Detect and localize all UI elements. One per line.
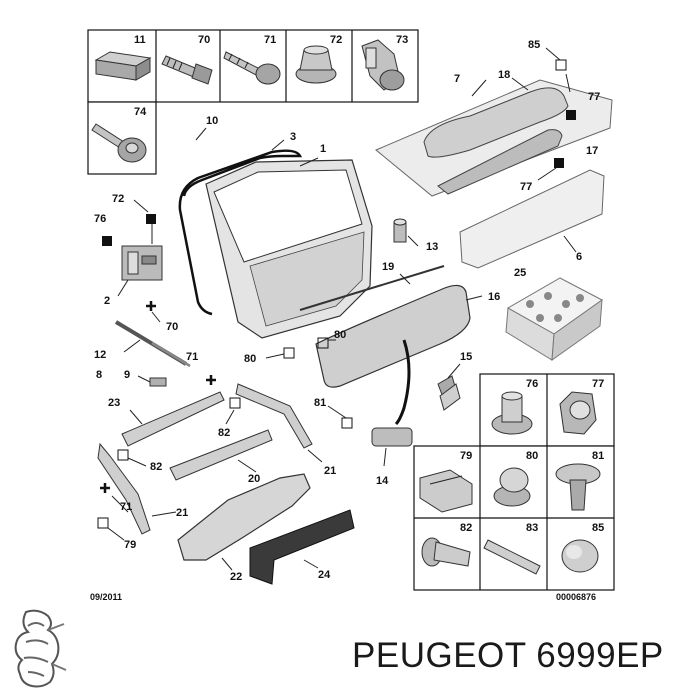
callout-3: 3 (290, 131, 296, 143)
callout-23: 23 (108, 397, 120, 409)
grid-label-77: 77 (592, 378, 604, 390)
tailgate-lower-panel (249, 231, 365, 327)
callout-14: 14 (376, 475, 389, 487)
callout-25: 25 (514, 267, 526, 279)
callout-77-bottom: 77 (520, 181, 532, 193)
callout-85: 85 (528, 39, 540, 51)
part-6-rear-glass (459, 169, 605, 269)
callout-18: 18 (498, 69, 510, 81)
part-83-pin-icon (483, 539, 541, 575)
callout-8: 8 (96, 369, 102, 381)
grid-label-11: 11 (134, 34, 146, 46)
callout-2: 2 (104, 295, 110, 307)
callout-77-top: 77 (588, 91, 600, 103)
callout-6: 6 (576, 251, 582, 263)
part-23-trim (121, 391, 225, 447)
part-73-rivet-icon (361, 39, 405, 91)
part-13-bumper-icon (393, 218, 407, 243)
part-77-rivet-icon (559, 391, 597, 435)
grid-label-74: 74 (134, 106, 147, 118)
callout-71-bottom: 71 (120, 501, 132, 513)
part-25-fastener-kit (505, 277, 603, 362)
part-21-left-trim (97, 442, 151, 535)
grid-label-79: 79 (460, 450, 472, 462)
callout-19: 19 (382, 261, 394, 273)
part-title: PEUGEOT 6999EP (352, 636, 664, 675)
grid-label-76: 76 (526, 378, 538, 390)
callout-22: 22 (230, 571, 242, 583)
callout-7: 7 (454, 73, 460, 85)
callout-70: 70 (166, 321, 178, 333)
part-8-trim (437, 129, 563, 195)
callout-24: 24 (318, 569, 331, 581)
part-85-cap-icon (561, 539, 599, 573)
part-15-emblem-icon (437, 375, 461, 411)
tailgate-seal (178, 149, 303, 316)
diagram-date: 09/2011 (90, 592, 122, 602)
part-72-nut-icon (295, 45, 337, 84)
callout-71-top: 71 (186, 351, 198, 363)
grid-label-85: 85 (592, 522, 604, 534)
part-74-screw-icon (91, 123, 147, 163)
tailgate-window-opening (213, 169, 363, 263)
callout-72: 72 (112, 193, 124, 205)
grid-label-71: 71 (264, 34, 276, 46)
grid-label-82: 82 (460, 522, 472, 534)
callout-9: 9 (124, 369, 130, 381)
callout-82-top: 82 (218, 427, 230, 439)
callout-80-bottom: 80 (244, 353, 256, 365)
callout-79: 79 (124, 539, 136, 551)
part-80-plug-icon (493, 467, 531, 507)
grid-label-70: 70 (198, 34, 210, 46)
callout-82-bottom: 82 (150, 461, 162, 473)
callout-21-left: 21 (176, 507, 188, 519)
top-parts-grid: 11 70 71 72 73 74 (87, 29, 419, 175)
grid-label-83: 83 (526, 522, 538, 534)
part-18-spoiler-cover (423, 87, 569, 158)
callout-76: 76 (94, 213, 106, 225)
part-2-latch-icon (121, 245, 163, 281)
part-19-strip (299, 265, 445, 311)
grid-label-72: 72 (330, 34, 342, 46)
part-9-bolt-icon (149, 377, 167, 387)
callout-80-top: 80 (334, 329, 346, 341)
part-82-stud-icon (421, 537, 471, 567)
part-24-insulator (249, 509, 355, 585)
tailgate-assembly: 1 2 3 6 7 8 9 10 12 13 14 15 16 17 18 19… (94, 39, 613, 585)
callout-15: 15 (460, 351, 472, 363)
diagram-reference: 00006876 (556, 592, 596, 602)
callout-13: 13 (426, 241, 438, 253)
part-81-pushpin-icon (555, 463, 601, 511)
part-71-screw-icon (223, 51, 281, 85)
callout-12: 12 (94, 349, 106, 361)
part-79-clip-icon (419, 469, 473, 513)
part-11-block-icon (94, 51, 152, 81)
grid-label-80: 80 (526, 450, 538, 462)
bottom-parts-grid: 76 77 79 80 81 82 83 85 (413, 373, 615, 591)
marker-crosses (100, 301, 216, 493)
part-70-bolt-icon (161, 55, 213, 85)
callout-10: 10 (206, 115, 218, 127)
part-16-panel (315, 284, 471, 388)
part-21-right-trim (235, 383, 313, 449)
leader-lines (107, 47, 577, 571)
part-76-clip-icon (491, 391, 533, 435)
grid-label-81: 81 (592, 450, 604, 462)
peugeot-lion-icon (14, 609, 67, 688)
part-14-handle-icon (371, 427, 413, 447)
part-20-trim (169, 429, 273, 481)
part-14-cable (394, 339, 411, 426)
callout-21-right: 21 (324, 465, 336, 477)
callout-81: 81 (314, 397, 326, 409)
callout-17: 17 (586, 145, 598, 157)
callout-1: 1 (320, 143, 326, 155)
part-22-lower-trim (177, 473, 311, 561)
callout-20: 20 (248, 473, 260, 485)
grid-label-73: 73 (396, 34, 408, 46)
callout-16: 16 (488, 291, 500, 303)
marker-squares (97, 59, 576, 529)
